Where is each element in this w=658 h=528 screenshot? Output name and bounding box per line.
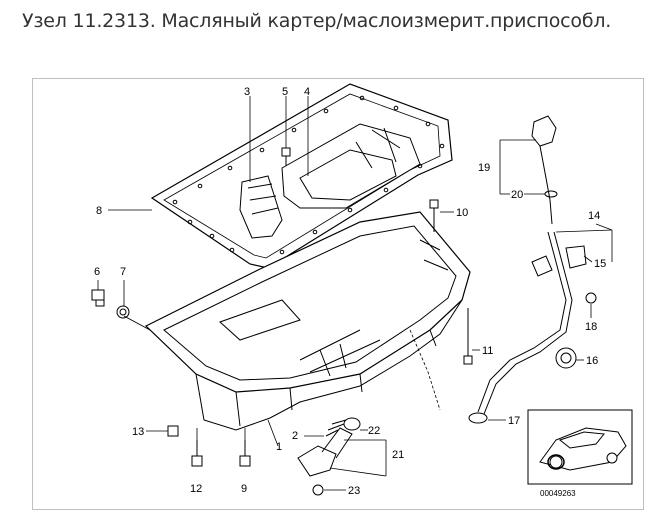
callout-9: 9 (241, 483, 247, 495)
callout-1: 1 (276, 441, 282, 453)
clip-16[interactable] (555, 347, 577, 369)
reference-number: 00049263 (540, 489, 576, 498)
o-ring-22[interactable] (343, 417, 361, 431)
callout-22: 22 (368, 425, 380, 437)
callout-4: 4 (304, 86, 310, 98)
bolt-9[interactable] (239, 440, 251, 467)
o-ring-17[interactable] (468, 412, 488, 424)
dipstick[interactable] (531, 115, 557, 225)
callout-12: 12 (190, 483, 202, 495)
callout-21: 21 (392, 449, 404, 461)
callout-20: 20 (511, 189, 523, 201)
callout-16: 16 (586, 355, 598, 367)
callout-15: 15 (594, 258, 606, 270)
leader-lines (97, 96, 613, 491)
oil-level-sensor[interactable] (297, 419, 353, 477)
nut-23[interactable] (312, 484, 324, 496)
bolt-10[interactable] (429, 199, 439, 232)
bolt-11[interactable] (463, 308, 473, 365)
bolt-13[interactable] (167, 425, 179, 437)
callout-10: 10 (456, 207, 468, 219)
callout-17: 17 (508, 415, 520, 427)
callout-23: 23 (348, 485, 360, 497)
callout-7: 7 (120, 266, 126, 278)
callout-19: 19 (478, 162, 490, 174)
sealing-washer-7[interactable] (116, 305, 130, 319)
callout-2: 2 (292, 430, 298, 442)
callout-14: 14 (588, 210, 600, 222)
bracket-15[interactable] (565, 245, 587, 269)
bolt-5[interactable] (281, 147, 291, 166)
drain-plug[interactable] (91, 289, 105, 307)
callout-6: 6 (94, 266, 100, 278)
callout-5: 5 (282, 86, 288, 98)
oil-pan-gasket[interactable] (150, 83, 453, 269)
page-title: Узел 11.2313. Масляный картер/маслоизмер… (22, 10, 612, 32)
callout-18: 18 (585, 321, 597, 333)
callout-8: 8 (96, 205, 102, 217)
callout-13: 13 (132, 426, 144, 438)
dipstick-guide-tube[interactable] (477, 231, 573, 415)
bolt-12[interactable] (191, 440, 203, 467)
oil-pan[interactable] (144, 211, 471, 431)
nut-18[interactable] (585, 292, 597, 304)
oil-suction-pipe[interactable] (239, 175, 283, 239)
baffle-plate[interactable] (281, 123, 421, 209)
o-ring-20[interactable] (544, 190, 558, 198)
callout-labels: 1 2 3 4 5 6 7 8 9 10 11 12 13 14 15 16 1… (94, 86, 606, 498)
callout-3: 3 (244, 86, 250, 98)
vehicle-thumbnail (527, 409, 633, 485)
callout-11: 11 (482, 345, 493, 357)
